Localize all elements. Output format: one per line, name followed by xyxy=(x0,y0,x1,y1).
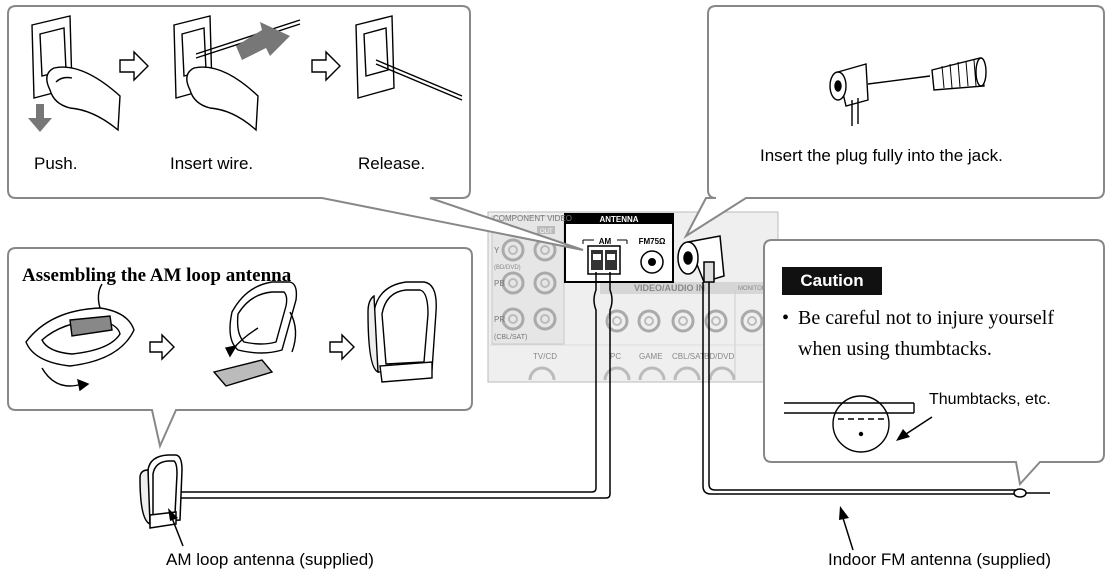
push-label: Push. xyxy=(34,154,78,173)
bd-dvd-label: (BD/DVD) xyxy=(494,265,521,271)
am-antenna-wire xyxy=(176,272,613,499)
caution-callout xyxy=(763,239,1105,487)
fm-plug-illustration xyxy=(829,57,987,126)
thumbtack-arrowhead xyxy=(896,429,910,441)
jack-label-bd-dvd: BD/DVD xyxy=(704,352,734,361)
thumbtacks-label: Thumbtacks, etc. xyxy=(929,391,1051,408)
fm-caption-arrowhead xyxy=(839,506,849,520)
jack-label-game: GAME xyxy=(639,352,663,361)
push-arrow xyxy=(28,104,52,132)
fm-plug-connected xyxy=(677,235,725,283)
fm-plug-callout xyxy=(683,5,1105,239)
antenna-header: ANTENNA xyxy=(599,215,638,224)
wire-insertion-callout xyxy=(7,5,584,251)
caution-badge: Caution xyxy=(782,267,882,295)
fm-caption-arrow xyxy=(842,517,854,551)
am-assembly-step1 xyxy=(25,283,135,392)
am-terminal-label: AM xyxy=(599,237,612,246)
am-assembly-arrow-2 xyxy=(329,333,355,361)
monitor-out-label: MONITOR O xyxy=(738,286,773,292)
jack-label-tv-cd: TV/CD xyxy=(533,352,557,361)
am-assembly-arrow-1 xyxy=(149,333,175,361)
am-caption-arrow xyxy=(171,517,184,547)
thumbtack-illustration xyxy=(784,395,915,453)
fm-plug-instruction: Insert the plug fully into the jack. xyxy=(760,146,1003,165)
pb-label: PB xyxy=(494,279,505,288)
step-arrow-2 xyxy=(311,50,341,82)
caution-text-line1: Be careful not to injure yourself xyxy=(798,307,1055,329)
fm-antenna-caption: Indoor FM antenna (supplied) xyxy=(828,550,1052,569)
fm-jack-label: FM75Ω xyxy=(639,237,666,246)
pr-label: PR xyxy=(494,315,505,324)
cbl-sat-label: (CBL/SAT) xyxy=(494,334,527,341)
insert-wire-step-illustration xyxy=(173,15,301,132)
release-label: Release. xyxy=(358,154,426,173)
caution-bullet: • xyxy=(782,307,790,329)
release-step-illustration xyxy=(355,15,463,101)
insert-wire-label: Insert wire. xyxy=(170,154,254,173)
am-caption-arrowhead xyxy=(168,508,178,521)
am-assembly-step2 xyxy=(212,281,298,387)
video-audio-in-label: VIDEO/AUDIO IN xyxy=(634,283,705,293)
step-arrow-1 xyxy=(119,50,149,82)
caution-text-line2: when using thumbtacks. xyxy=(798,338,992,360)
jack-label-cbl-sat: CBL/SAT xyxy=(672,352,705,361)
insert-arrow xyxy=(236,22,290,60)
am-assembly-title: Assembling the AM loop antenna xyxy=(22,265,292,286)
component-video-label: COMPONENT VIDEO xyxy=(493,214,572,223)
out-label: OUT xyxy=(540,229,553,235)
y-label: Y xyxy=(494,246,500,255)
am-antenna-caption: AM loop antenna (supplied) xyxy=(166,550,374,569)
fm-antenna-wire xyxy=(702,282,1050,498)
jack-label-pc: PC xyxy=(610,352,621,361)
thumbtack-arrow xyxy=(905,416,933,435)
am-assembly-step3 xyxy=(367,281,437,383)
push-step-illustration xyxy=(31,15,121,132)
